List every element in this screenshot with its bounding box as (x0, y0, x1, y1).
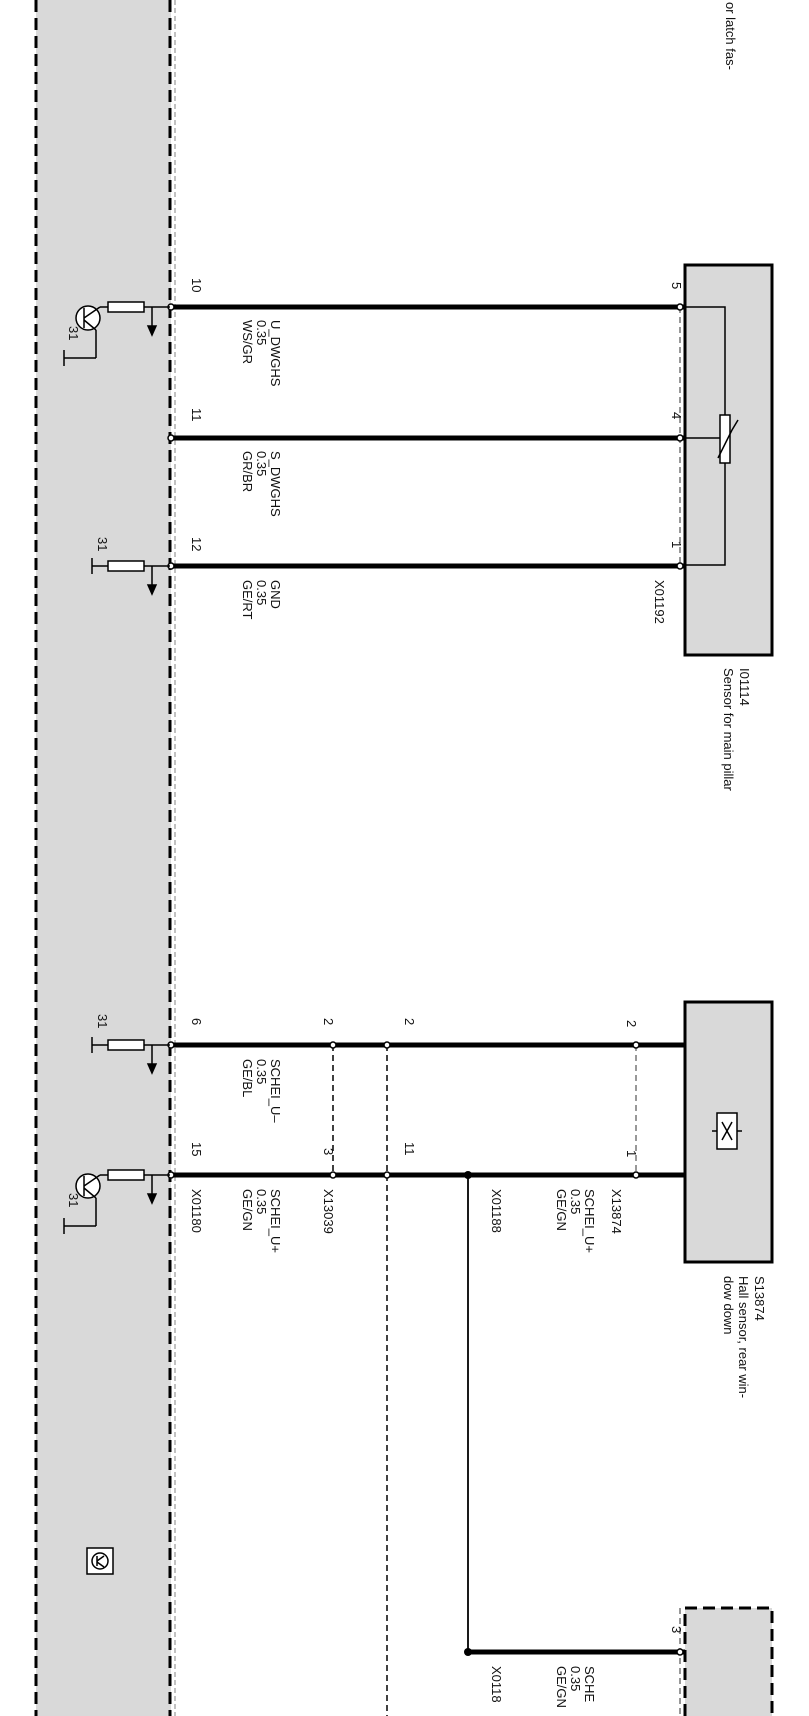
ground-resistor-6 (91, 1037, 170, 1075)
ground-resistor-12 (91, 558, 170, 596)
wire-color-label: GR/BR (240, 451, 255, 492)
hall-sensor-id: S13874 (752, 1276, 767, 1321)
transistor-driver-10 (63, 301, 170, 366)
pin-label: 11 (189, 408, 204, 422)
connector-x01192-label: X01192 (652, 580, 667, 624)
bottom-wire-signal: SCHE (582, 1666, 597, 1702)
top-note: or latch fas- (723, 2, 738, 70)
wire-size-label: 0.35 (254, 1059, 269, 1084)
pin-label: 10 (189, 278, 204, 292)
connector-x01188-label: X01188 (489, 1189, 504, 1233)
hall-wire-signal: SCHEI_U+ (582, 1189, 597, 1253)
pin-label: 3 (669, 1626, 684, 1633)
wire-color-label: GE/GN (240, 1189, 255, 1231)
splice-dot-bottom (464, 1648, 472, 1656)
hall-wire-color: GE/GN (554, 1189, 569, 1231)
ground-label: 31 (66, 1193, 81, 1207)
sensor-main-pillar-id: I01114 (737, 668, 752, 706)
pin-label: 11 (402, 1142, 417, 1156)
wire-size-label: 0.35 (254, 320, 269, 345)
wire-color-label: WS/GR (240, 320, 255, 364)
pin-marks (167, 303, 684, 1656)
pin-label: 3 (321, 1148, 336, 1155)
pin-label: 6 (189, 1018, 204, 1025)
pin-label: 1 (624, 1150, 639, 1157)
hall-sensor-name-line1: Hall sensor, rear win- (736, 1276, 751, 1398)
wire-color-label: GE/BL (240, 1059, 255, 1097)
wire-size-label: 0.35 (254, 1189, 269, 1214)
wire-signal-label: SCHEI_U– (268, 1059, 283, 1123)
wire-signal-label: GND (268, 580, 283, 609)
pin-label: 2 (402, 1018, 417, 1025)
pin-label: 5 (669, 282, 684, 289)
hall-wire-size: 0.35 (568, 1189, 583, 1214)
connector-x13874-label: X13874 (609, 1189, 624, 1234)
hall-sensor-name-line2: dow down (721, 1276, 736, 1335)
wire-size-label: 0.35 (254, 451, 269, 476)
connector-x13039-label: X13039 (321, 1189, 336, 1234)
wire-signal-label: S_DWGHS (268, 451, 283, 517)
transistor-symbol-icon (86, 1547, 114, 1575)
pin-label: 12 (189, 537, 204, 551)
ground-label: 31 (95, 1014, 110, 1028)
bottom-wire-color: GE/GN (554, 1666, 569, 1708)
pin-label: 15 (189, 1142, 204, 1156)
bottom-connector-label: X0118 (489, 1666, 504, 1703)
bottom-wire-size: 0.35 (568, 1666, 583, 1691)
sensor-main-pillar-box (683, 263, 774, 657)
pin-label: 2 (321, 1018, 336, 1025)
pin-label: 2 (624, 1020, 639, 1027)
ground-label: 31 (66, 326, 81, 340)
pin-label: 4 (669, 412, 684, 419)
sensor-main-pillar-name: Sensor for main pillar (721, 668, 736, 791)
wire-size-label: 0.35 (254, 580, 269, 605)
connector-x01180-label: X01180 (189, 1189, 204, 1233)
hall-sensor-box (683, 1000, 774, 1264)
wire-color-label: GE/RT (240, 580, 255, 620)
wire-signal-label: U_DWGHS (268, 320, 283, 387)
wire-signal-label: SCHEI_U+ (268, 1189, 283, 1253)
transistor-driver-15 (63, 1169, 170, 1234)
wires (170, 304, 685, 1655)
bottom-component-box (683, 1606, 774, 1716)
ground-label: 31 (95, 537, 110, 551)
control-unit-panel (34, 0, 176, 1716)
splice-dot (464, 1171, 472, 1179)
pin-label: 1 (669, 541, 684, 548)
